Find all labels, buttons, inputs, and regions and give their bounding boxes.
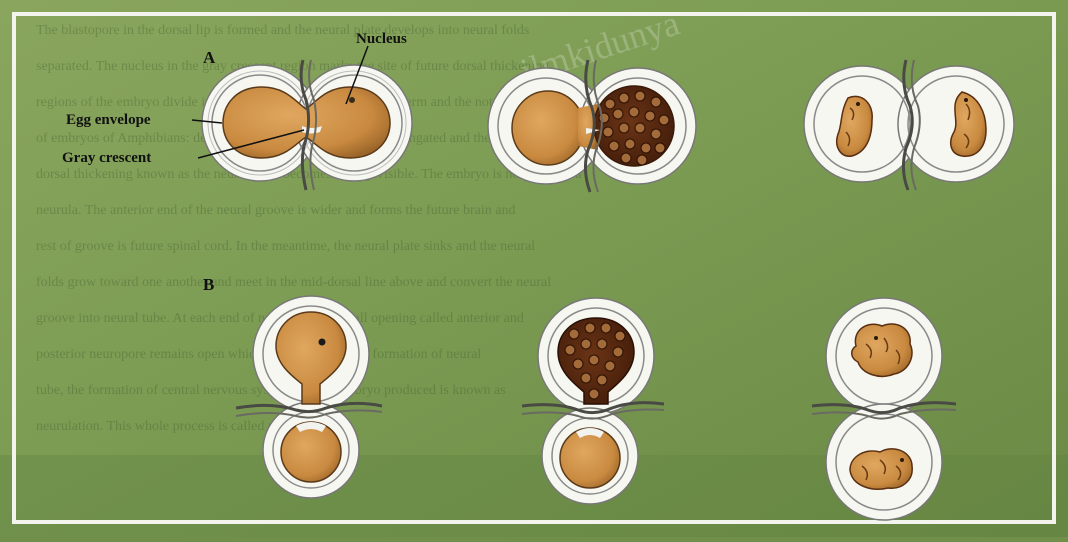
egg-envelope-label: Egg envelope [66,112,151,128]
faint-text-line: folds grow toward one another and meet i… [36,275,551,290]
gray-crescent-label: Gray crescent [62,150,151,166]
panel-b-label: B [203,275,214,294]
panel-a-label: A [203,48,216,67]
faint-text-line: neurula. The anterior end of the neural … [36,203,515,218]
faint-text-line: dorsal thickening known as the neural pl… [36,167,582,182]
faint-text-line: rest of groove is future spinal cord. In… [36,239,535,254]
nucleus-label: Nucleus [356,31,407,47]
faint-text-line: The blastopore in the dorsal lip is form… [36,23,529,38]
faint-text-line: separated. The nucleus in the gray cresc… [36,59,549,74]
